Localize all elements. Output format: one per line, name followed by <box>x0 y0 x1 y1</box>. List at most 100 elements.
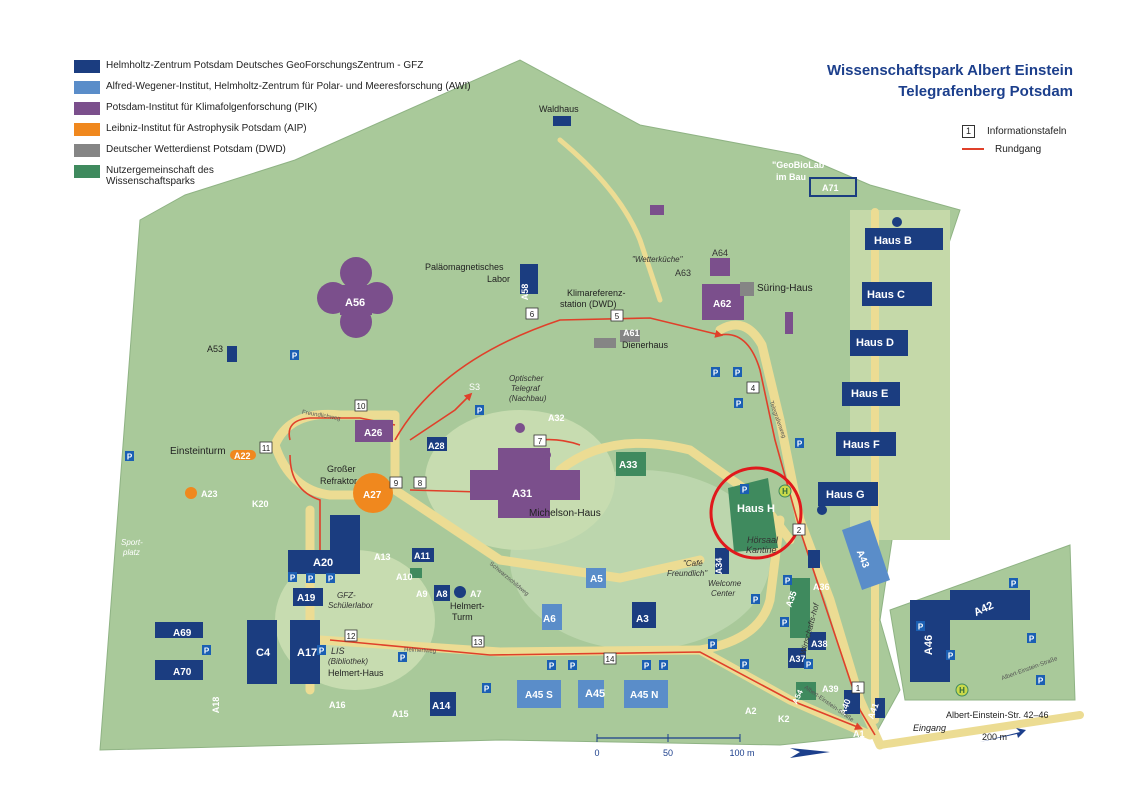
map-label-wetterkueche: "Wetterküche" <box>632 255 684 264</box>
map-label-hausc: Haus C <box>867 289 905 301</box>
map-label-geobiolab1: "GeoBioLab" <box>772 160 829 170</box>
map-label-welcome1: Welcome <box>708 579 742 588</box>
map-label-telegraf3: (Nachbau) <box>509 394 547 403</box>
info-board-number: 5 <box>615 312 620 321</box>
info-board-11: 11 <box>259 441 273 454</box>
map-label-helmerthaus: Helmert-Haus <box>328 668 384 678</box>
map-label-gfz1: GFZ- <box>337 591 356 600</box>
map-label-hausd: Haus D <box>856 337 894 349</box>
map-label-a34: A34 <box>714 558 724 575</box>
parking-label: P <box>570 662 576 671</box>
parking-label: P <box>319 647 325 656</box>
legend-item-nutzer: Nutzergemeinschaft des Wissenschaftspark… <box>74 165 514 187</box>
info-board-6: 6 <box>525 307 539 320</box>
map-label-a39: A39 <box>822 684 839 694</box>
parking-label: P <box>806 661 812 670</box>
map-label-refraktor2: Refraktor <box>320 476 357 486</box>
parking-label: P <box>1029 635 1035 644</box>
map-label-lis2: (Bibliothek) <box>328 657 368 666</box>
bus-stop-icon: H <box>955 683 969 697</box>
legend-item-dwd: Deutscher Wetterdienst Potsdam (DWD) <box>74 144 514 165</box>
parking-icon: P <box>306 573 315 584</box>
map-label-a11: A11 <box>414 551 430 561</box>
map-label-refraktor1: Großer <box>327 464 356 474</box>
map-label-eingang: Eingang <box>913 723 946 733</box>
info-board-9: 9 <box>389 476 403 489</box>
map-label-a45n: A45 N <box>630 690 658 701</box>
legend-label: Alfred-Wegener-Institut, Helmholtz-Zentr… <box>106 81 471 92</box>
map-label-hoersaal2: Kantine <box>746 545 777 555</box>
map-label-hausf: Haus F <box>843 439 880 451</box>
map-label-hoersaal1: Hörsaal <box>747 535 779 545</box>
parking-icon: P <box>202 645 211 656</box>
legend: Helmholtz-Zentrum Potsdam Deutsches GeoF… <box>74 60 514 187</box>
scale-bar: 0 50 100 m <box>594 734 830 758</box>
parking-label: P <box>549 662 555 671</box>
info-board-8: 8 <box>413 476 427 489</box>
map-label-a46: A46 <box>923 635 935 655</box>
map-label-a36: A36 <box>813 582 830 592</box>
parking-icon: P <box>734 398 743 409</box>
scale-50: 50 <box>663 748 673 758</box>
map-label-a3: A3 <box>636 614 649 625</box>
map-label-a37: A37 <box>789 654 806 664</box>
map-label-a9: A9 <box>416 589 428 599</box>
legend-swatch <box>74 144 100 157</box>
legend-label: Deutscher Wetterdienst Potsdam (DWD) <box>106 144 286 155</box>
map-label-a5: A5 <box>590 574 603 585</box>
map-label-a63: A63 <box>675 268 691 278</box>
distance-arrow-icon <box>980 728 1026 742</box>
parking-label: P <box>753 596 759 605</box>
map-label-k2: K2 <box>778 714 790 724</box>
parking-icon: P <box>780 617 789 628</box>
map-label-a56: A56 <box>345 297 365 309</box>
bus-stop-icon: H <box>778 484 792 498</box>
map-label-a28: A28 <box>428 441 445 451</box>
map-label-a32: A32 <box>548 413 565 423</box>
roads <box>270 137 1084 750</box>
map-label-cafe1: "Café <box>683 559 703 568</box>
info-board-7: 7 <box>533 434 547 447</box>
parking-icon: P <box>946 650 955 661</box>
info-board-14: 14 <box>603 652 617 665</box>
map-label-hausb: Haus B <box>874 235 912 247</box>
parking-icon: P <box>740 659 749 670</box>
map-label-sportplatz2: platz <box>122 548 140 557</box>
map-label-a45s: A45 S <box>525 690 553 701</box>
info-board-number: 14 <box>606 655 615 664</box>
legend-label: Helmholtz-Zentrum Potsdam Deutsches GeoF… <box>106 60 424 71</box>
info-board-number: 1 <box>856 684 861 693</box>
map-label-einsteinturm: Einsteinturm <box>170 446 226 457</box>
parking-label: P <box>204 647 210 656</box>
bus-stop-label: H <box>782 487 788 496</box>
map-label-a38: A38 <box>811 639 828 649</box>
parking-icon: P <box>326 573 335 584</box>
parking-label: P <box>797 440 803 449</box>
north-arrow-icon <box>790 748 830 758</box>
parking-label: P <box>782 619 788 628</box>
map-label-a14: A14 <box>432 701 451 712</box>
map-label-cafe2: Freundlich" <box>667 569 708 578</box>
parking-label: P <box>328 575 334 584</box>
parking-icon: P <box>804 659 813 670</box>
title-line-2: Telegrafenberg Potsdam <box>898 83 1073 100</box>
legend-label: Nutzergemeinschaft des Wissenschaftspark… <box>106 165 214 187</box>
map-label-a15: A15 <box>392 709 409 719</box>
parking-label: P <box>644 662 650 671</box>
map-label-geobiolab2: im Bau <box>776 172 806 182</box>
parking-label: P <box>292 352 298 361</box>
map-label-a58: A58 <box>520 284 530 301</box>
map-label-a23: A23 <box>201 489 218 499</box>
route-line-icon <box>962 148 984 150</box>
map-label-a2: A2 <box>745 706 757 716</box>
key-info-label: Informationstafeln <box>987 125 1067 137</box>
map-label-helmertturm1: Helmert- <box>450 601 485 611</box>
legend-label: Leibniz-Institut für Astrophysik Potsdam… <box>106 123 307 134</box>
legend-swatch <box>74 81 100 94</box>
info-board-10: 10 <box>354 399 368 412</box>
title-line-1: Wissenschaftspark Albert Einstein <box>826 62 1073 79</box>
parking-icon: P <box>547 660 556 671</box>
parking-icon: P <box>290 350 299 361</box>
map-label-k20: K20 <box>252 499 269 509</box>
